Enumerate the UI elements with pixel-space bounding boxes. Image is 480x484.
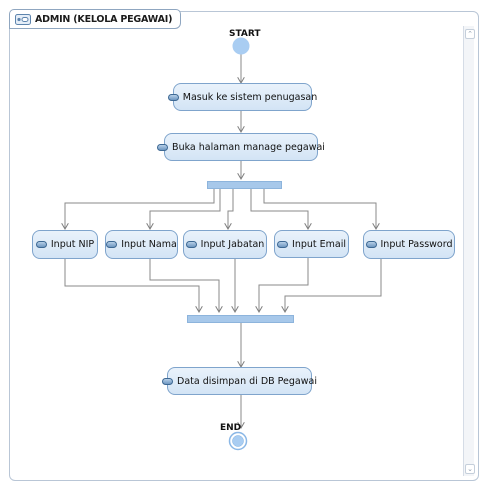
action-data-disimpan[interactable]: Data disimpan di DB Pegawai [162, 367, 317, 395]
activity-diagram-icon [15, 10, 31, 29]
action-pill-icon [157, 143, 169, 151]
action-pill-icon [35, 241, 47, 248]
action-pill-icon [277, 240, 289, 248]
diagram-title-tab[interactable]: ADMIN (KELOLA PEGAWAI) [9, 9, 182, 29]
join-bar[interactable] [187, 315, 294, 323]
action-pill-icon [185, 241, 197, 248]
action-input-nip[interactable]: Input NIP [32, 230, 98, 259]
flow-fork-to-password [263, 189, 376, 229]
action-label: Input NIP [50, 239, 95, 250]
action-label: Input Jabatan [200, 239, 265, 250]
action-input-password[interactable]: Input Password [363, 230, 455, 259]
action-pill-icon [167, 93, 179, 101]
end-label: END [220, 423, 242, 433]
action-input-nama[interactable]: Input Nama [105, 230, 178, 259]
flow-password-to-join [285, 259, 382, 312]
flow-fork-to-jabatan [228, 189, 234, 229]
action-label: Input Nama [121, 239, 177, 250]
end-node-inner [232, 435, 244, 447]
action-input-jabatan[interactable]: Input Jabatan [183, 230, 267, 259]
action-label: Buka halaman manage pegawai [172, 141, 325, 153]
flow-nip-to-join [64, 259, 199, 312]
scroll-up-icon[interactable]: ⌃ [465, 29, 475, 39]
flow-fork-to-nip [65, 189, 215, 229]
action-masuk-sistem[interactable]: Masuk ke sistem penugasan [167, 83, 317, 111]
fork-bar[interactable] [207, 181, 282, 189]
action-pill-icon [365, 241, 377, 248]
start-node [232, 37, 250, 55]
flow-fork-to-email [250, 189, 308, 229]
start-label: START [229, 29, 261, 39]
flow-email-to-join [259, 257, 309, 312]
action-label: Masuk ke sistem penugasan [182, 91, 318, 103]
scroll-down-icon[interactable]: ⌄ [465, 464, 475, 474]
action-label: Data disimpan di DB Pegawai [177, 375, 317, 387]
action-label: Input Password [380, 239, 453, 250]
diagram-title: ADMIN (KELOLA PEGAWAI) [35, 13, 173, 25]
action-buka-halaman[interactable]: Buka halaman manage pegawai [157, 133, 325, 161]
flow-nama-to-join [149, 259, 219, 312]
action-pill-icon [162, 377, 174, 385]
vertical-scrollbar[interactable]: ⌃ ⌄ [463, 26, 475, 476]
action-input-email[interactable]: Input Email [274, 230, 349, 258]
action-label: Input Email [292, 238, 346, 250]
action-pill-icon [106, 241, 118, 248]
flow-fork-to-nama [150, 189, 221, 229]
